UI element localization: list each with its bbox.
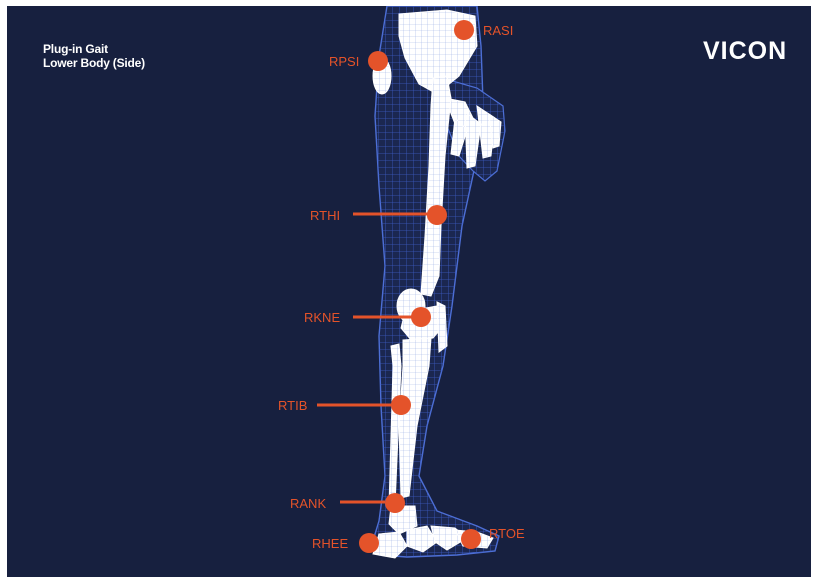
leg-skeleton-figure: RASI RPSI RTHI RKNE RTIB RANK RHEE RTOE bbox=[7, 6, 811, 577]
marker-rtoe bbox=[461, 529, 481, 549]
marker-rasi bbox=[454, 20, 474, 40]
vicon-logo: VICON bbox=[703, 37, 787, 65]
diagram-panel: RASI RPSI RTHI RKNE RTIB RANK RHEE RTOE … bbox=[7, 6, 811, 577]
label-rpsi: RPSI bbox=[329, 54, 359, 69]
label-rasi: RASI bbox=[483, 23, 513, 38]
marker-rpsi bbox=[368, 51, 388, 71]
label-rtoe: RTOE bbox=[489, 526, 525, 541]
label-rhee: RHEE bbox=[312, 536, 348, 551]
label-rkne: RKNE bbox=[304, 310, 340, 325]
marker-rkne bbox=[411, 307, 431, 327]
marker-rtib bbox=[391, 395, 411, 415]
marker-rthi bbox=[427, 205, 447, 225]
marker-rhee bbox=[359, 533, 379, 553]
label-rtib: RTIB bbox=[278, 398, 307, 413]
title-line-1: Plug-in Gait bbox=[43, 42, 145, 56]
marker-rank bbox=[385, 493, 405, 513]
label-rthi: RTHI bbox=[310, 208, 340, 223]
label-rank: RANK bbox=[290, 496, 326, 511]
title-line-2: Lower Body (Side) bbox=[43, 56, 145, 70]
diagram-title: Plug-in Gait Lower Body (Side) bbox=[43, 42, 145, 70]
